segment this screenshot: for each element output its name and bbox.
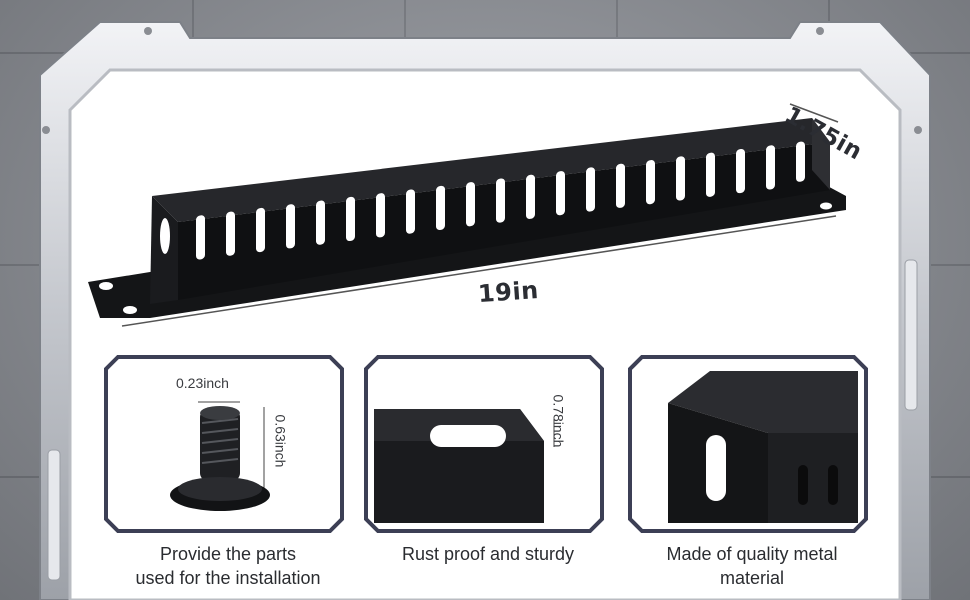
screw-icon: [170, 401, 270, 511]
feature-card-screw: 0.23inch 0.63inch: [104, 355, 344, 533]
height-dimension-line: [789, 103, 839, 123]
caption-line: Made of quality metal: [666, 544, 838, 564]
finger-slots: [196, 141, 805, 260]
caption-line: Rust proof and sturdy: [401, 544, 575, 564]
feature-card-metal: [628, 355, 868, 533]
finger-duct-closeup: [668, 371, 858, 523]
length-dimension-line: [121, 215, 837, 327]
length-label: 19in: [477, 275, 540, 309]
duct-front-face: [178, 142, 830, 300]
caption-line: Provide the parts: [159, 544, 297, 564]
duct-top-face: [152, 118, 830, 222]
feature-card-rust-proof: 0.78inch: [364, 355, 604, 533]
caption-metal-material: Made of quality metal material: [622, 542, 882, 590]
screw-height-label: 0.63inch: [272, 414, 289, 468]
mounting-ear-closeup: [374, 409, 555, 523]
caption-rust-proof: Rust proof and sturdy: [358, 542, 618, 566]
caption-line: material: [719, 568, 785, 588]
caption-installation-parts: Provide the parts used for the installat…: [98, 542, 358, 590]
caption-line: used for the installation: [135, 568, 321, 588]
slot-size-label: 0.78inch: [550, 394, 567, 448]
screw-width-label: 0.23inch: [176, 375, 229, 391]
